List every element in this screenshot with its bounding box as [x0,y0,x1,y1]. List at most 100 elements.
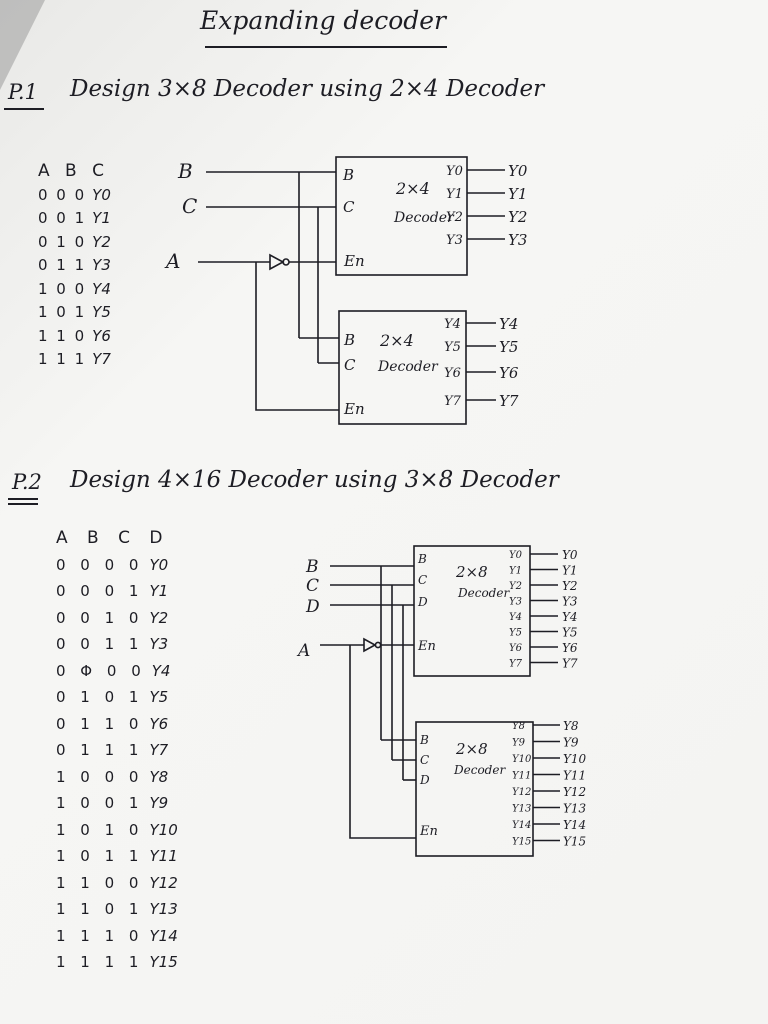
p2-bottom-block-size: 2×8 [455,740,488,758]
p2-row-output: Y8 [149,767,169,786]
p1-table-row: 0 0 0 Y0 [38,184,111,208]
p2-bottom-out-wire-label: Y14 [563,818,586,832]
p1-bottom-pin-en: En [343,400,365,418]
page-corner-shadow [0,0,45,90]
p2-row-output: Y5 [149,688,169,706]
p2-top-out-pin: Y5 [509,628,522,639]
p2-top-out-wire-label: Y5 [562,626,578,640]
p2-row-output: Y2 [149,608,169,627]
p1-row-bits: 0 0 0 [38,185,87,204]
p2-table-row: 1 0 0 0 Y8 [56,764,178,791]
p2-label-underline-2 [8,503,38,505]
p1-row-output: Y2 [92,232,111,251]
p2-top-block-name: Decoder [457,586,510,600]
p1-input-c: C [182,194,197,218]
p2-row-output: Y12 [149,873,178,892]
p2-top-pin-en: En [417,639,436,654]
p2-row-output: Y9 [149,794,169,812]
p1-row-output: Y0 [92,185,111,204]
p1-bottom-out-wire-label: Y4 [499,315,518,333]
p1-row-output: Y6 [92,326,111,345]
p2-row-output: Y10 [149,820,178,839]
p2-bottom-out-pin: Y15 [512,837,531,848]
p2-top-out-wire-label: Y7 [562,657,578,671]
p1-bottom-out-pin: Y4 [444,317,461,332]
p1-bottom-block-name: Decoder [377,359,439,375]
p2-bottom-out-wire-label: Y10 [563,752,587,766]
p2-row-output: Y1 [149,582,169,600]
p1-bottom-out-wire-label: Y6 [499,364,519,382]
p2-row-output: Y4 [151,661,171,680]
p1-input-a: A [164,249,180,273]
p2-top-out-wire-label: Y0 [562,548,578,562]
p2-bottom-pin-b: B [419,733,429,747]
p1-top-out-pin: Y2 [446,210,463,225]
p2-top-out-wire-label: Y4 [562,610,578,624]
p2-table-header: A B C D [56,528,170,548]
p2-input-d: D [305,597,320,617]
p1-top-pin-c: C [343,198,355,216]
p1-top-out-pin: Y0 [446,164,463,179]
p1-bottom-out-wire-label: Y7 [499,392,519,410]
p2-bottom-out-wire-label: Y13 [563,802,587,816]
p1-row-output: Y3 [92,256,111,274]
p1-table-row: 1 1 0 Y6 [38,325,111,349]
p2-row-bits: 0 1 0 1 [56,688,144,706]
p1-top-block-size: 2×4 [395,179,430,198]
p1-bottom-out-wire-label: Y5 [499,338,518,356]
p2-bottom-out-wire-label: Y9 [563,736,579,750]
p2-top-out-pin: Y4 [509,612,522,623]
p2-bottom-out-wire-label: Y15 [563,835,586,849]
p2-row-bits: 1 1 1 0 [56,926,144,945]
p2-bottom-out-pin: Y12 [512,787,531,798]
p2-row-bits: 0 0 0 0 [56,555,144,574]
p2-top-pin-c: C [418,573,427,587]
p2-bottom-pin-c: C [420,753,429,767]
p1-row-output: Y4 [92,279,111,298]
p1-row-output: Y1 [92,209,111,227]
p2-top-out-wire-label: Y2 [562,579,578,593]
p2-row-output: Y11 [149,847,178,865]
p2-top-out-pin: Y6 [509,643,523,654]
p2-top-out-wire-label: Y3 [562,595,578,609]
p2-bottom-out-wire-label: Y12 [563,785,586,799]
p2-row-output: Y14 [149,926,178,945]
p1-row-bits: 0 1 1 [38,256,87,274]
p1-top-out-pin: Y1 [446,187,463,202]
p1-top-out-wire-label: Y0 [508,162,528,180]
p1-label: P.1 [8,80,38,104]
p2-row-bits: 0 0 1 1 [56,635,144,653]
p2-bottom-pin-en: En [419,824,438,839]
p1-row-output: Y7 [92,350,111,368]
p1-heading: Design 3×8 Decoder using 2×4 Decoder [70,76,545,102]
p2-table-row: 1 1 1 0 Y14 [56,923,178,950]
p2-input-c: C [306,576,319,596]
p1-top-out-wire-label: Y1 [508,185,527,203]
p2-row-bits: 0 Φ 0 0 [56,661,146,680]
p2-bottom-pin-d: D [419,773,430,787]
p2-row-bits: 0 1 1 1 [56,741,144,759]
title-underline [205,46,447,48]
p2-input-b: B [305,557,319,577]
p1-top-pin-en: En [343,252,365,270]
p1-row-bits: 1 1 0 [38,326,87,345]
p2-row-bits: 1 0 0 0 [56,767,144,786]
p2-row-output: Y13 [149,900,178,918]
p2-top-block-size: 2×8 [455,563,488,581]
p2-bottom-out-pin: Y10 [512,754,532,765]
p1-row-bits: 1 0 0 [38,279,87,298]
p2-bottom-out-pin: Y13 [512,804,531,815]
p2-top-pin-b: B [417,552,427,566]
